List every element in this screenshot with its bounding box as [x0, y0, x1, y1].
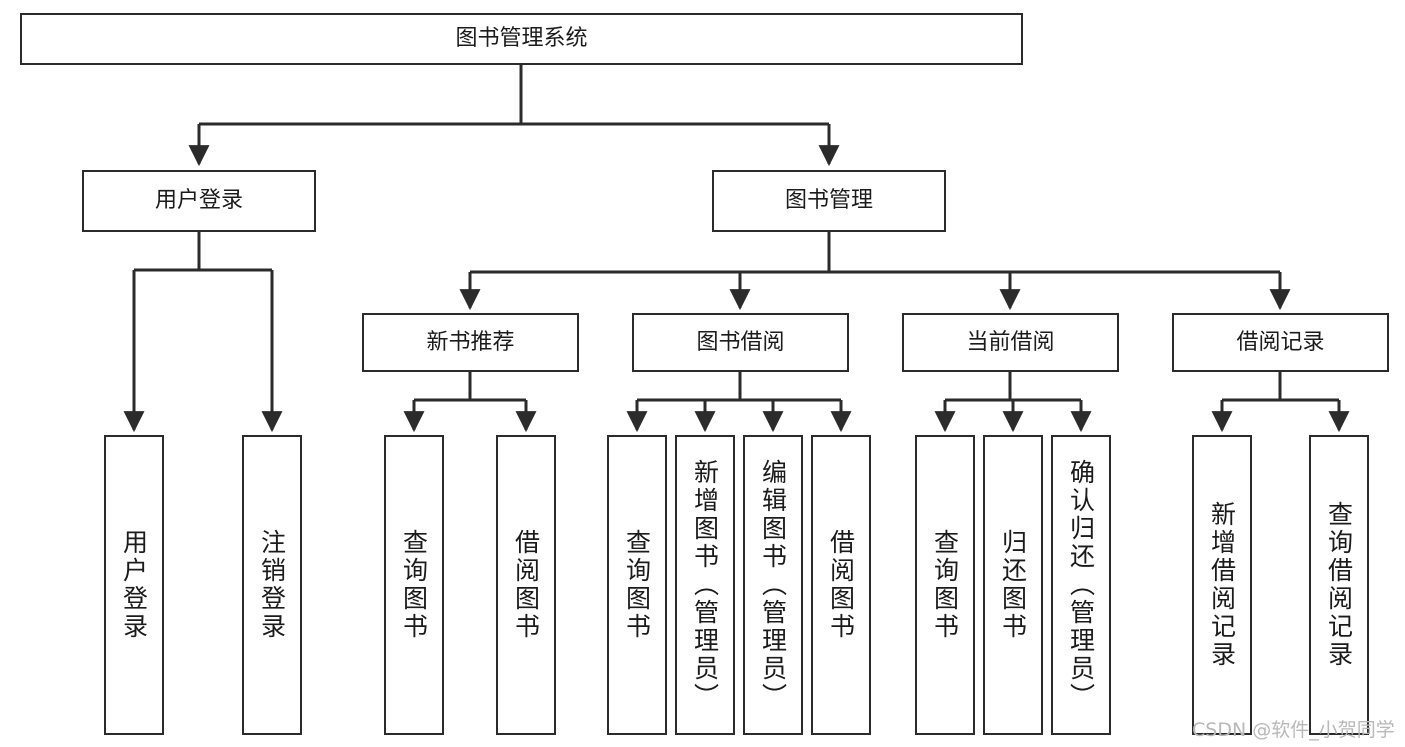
node-label: 图书管理: [784, 188, 873, 214]
node-label: 图书借阅: [696, 329, 785, 355]
node-label: 查询图书: [622, 529, 652, 641]
leaf-book-borrow-query-book[interactable]: 查询图书: [607, 435, 667, 735]
node-label: 当前借阅: [966, 329, 1055, 355]
leaf-user-login-login[interactable]: 用户登录: [104, 435, 164, 735]
node-label: 新增图书（管理员）: [690, 459, 720, 711]
node-root-book-management-system[interactable]: 图书管理系统: [20, 13, 1023, 65]
leaf-user-login-logout[interactable]: 注销登录: [242, 435, 302, 735]
node-borrow-record[interactable]: 借阅记录: [1172, 313, 1389, 372]
node-label: 查询图书: [930, 529, 960, 641]
node-label: 查询图书: [399, 529, 429, 641]
node-label: 借阅记录: [1236, 329, 1325, 355]
node-label: 用户登录: [119, 529, 149, 641]
node-label: 借阅图书: [511, 529, 541, 641]
node-label: 归还图书: [998, 529, 1028, 641]
node-label: 用户登录: [154, 188, 243, 214]
leaf-new-book-borrow-book[interactable]: 借阅图书: [496, 435, 556, 735]
leaf-book-borrow-edit-book-admin[interactable]: 编辑图书（管理员）: [743, 435, 803, 735]
node-book-borrow[interactable]: 图书借阅: [632, 313, 849, 372]
leaf-new-book-query-book[interactable]: 查询图书: [384, 435, 444, 735]
leaf-book-borrow-borrow-book[interactable]: 借阅图书: [811, 435, 871, 735]
node-label: 确认归还（管理员）: [1066, 459, 1096, 711]
node-new-book-recommend[interactable]: 新书推荐: [362, 313, 579, 372]
csdn-watermark: CSDN @软件_小贺同学: [1192, 719, 1395, 741]
leaf-book-borrow-add-book-admin[interactable]: 新增图书（管理员）: [675, 435, 735, 735]
leaf-borrow-record-add-record[interactable]: 新增借阅记录: [1192, 435, 1252, 735]
node-user-login[interactable]: 用户登录: [82, 170, 316, 232]
node-label: 注销登录: [257, 529, 287, 641]
node-current-borrow[interactable]: 当前借阅: [902, 313, 1119, 372]
leaf-current-borrow-confirm-return-admin[interactable]: 确认归还（管理员）: [1051, 435, 1111, 735]
node-label: 借阅图书: [826, 529, 856, 641]
node-label: 新增借阅记录: [1207, 501, 1237, 669]
node-book-management[interactable]: 图书管理: [712, 170, 946, 232]
leaf-current-borrow-query-book[interactable]: 查询图书: [915, 435, 975, 735]
node-label: 图书管理系统: [455, 26, 588, 52]
node-label: 查询借阅记录: [1324, 501, 1354, 669]
leaf-current-borrow-return-book[interactable]: 归还图书: [983, 435, 1043, 735]
node-label: 新书推荐: [426, 329, 515, 355]
leaf-borrow-record-query-record[interactable]: 查询借阅记录: [1309, 435, 1369, 735]
node-label: 编辑图书（管理员）: [758, 459, 788, 711]
